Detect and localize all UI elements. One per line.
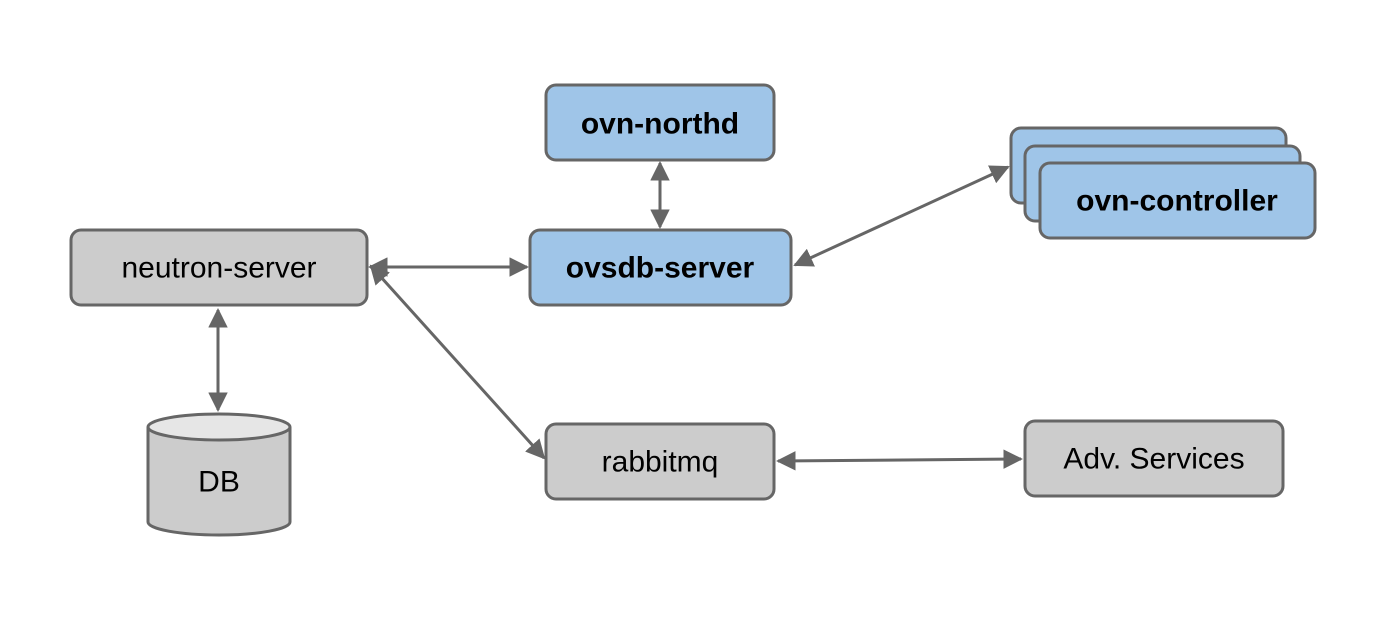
neutron-server-label: neutron-server bbox=[121, 252, 316, 285]
edge-ovsdb-server-ovn-controller bbox=[793, 165, 1010, 267]
edge-rabbitmq-adv-services bbox=[776, 449, 1023, 471]
ovn-controller-label: ovn-controller bbox=[1076, 185, 1278, 218]
node-db: DB bbox=[146, 412, 292, 537]
neutron-server-box bbox=[69, 228, 369, 307]
node-neutron-server: neutron-server bbox=[69, 228, 369, 307]
db-label: DB bbox=[198, 466, 240, 499]
node-ovn-northd: ovn-northd bbox=[544, 83, 776, 162]
rabbitmq-box bbox=[544, 422, 776, 501]
node-adv-services: Adv. Services bbox=[1023, 419, 1285, 498]
node-rabbitmq: rabbitmq bbox=[544, 422, 776, 501]
db-cylinder-body bbox=[146, 427, 292, 537]
node-ovn-controller: ovn-controller bbox=[1009, 126, 1317, 240]
ovn-northd-box bbox=[544, 83, 776, 162]
ovn-northd-label: ovn-northd bbox=[581, 108, 739, 141]
adv-services-label: Adv. Services bbox=[1063, 443, 1244, 476]
edge-neutron-server-rabbitmq bbox=[369, 264, 546, 460]
ovsdb-server-label: ovsdb-server bbox=[566, 252, 755, 285]
adv-services-box bbox=[1023, 419, 1285, 498]
rabbitmq-label: rabbitmq bbox=[602, 446, 719, 479]
db-cylinder-top bbox=[146, 412, 292, 442]
ovn-controller-box-front bbox=[1038, 161, 1317, 240]
node-ovsdb-server: ovsdb-server bbox=[528, 228, 793, 307]
ovsdb-server-box bbox=[528, 228, 793, 307]
